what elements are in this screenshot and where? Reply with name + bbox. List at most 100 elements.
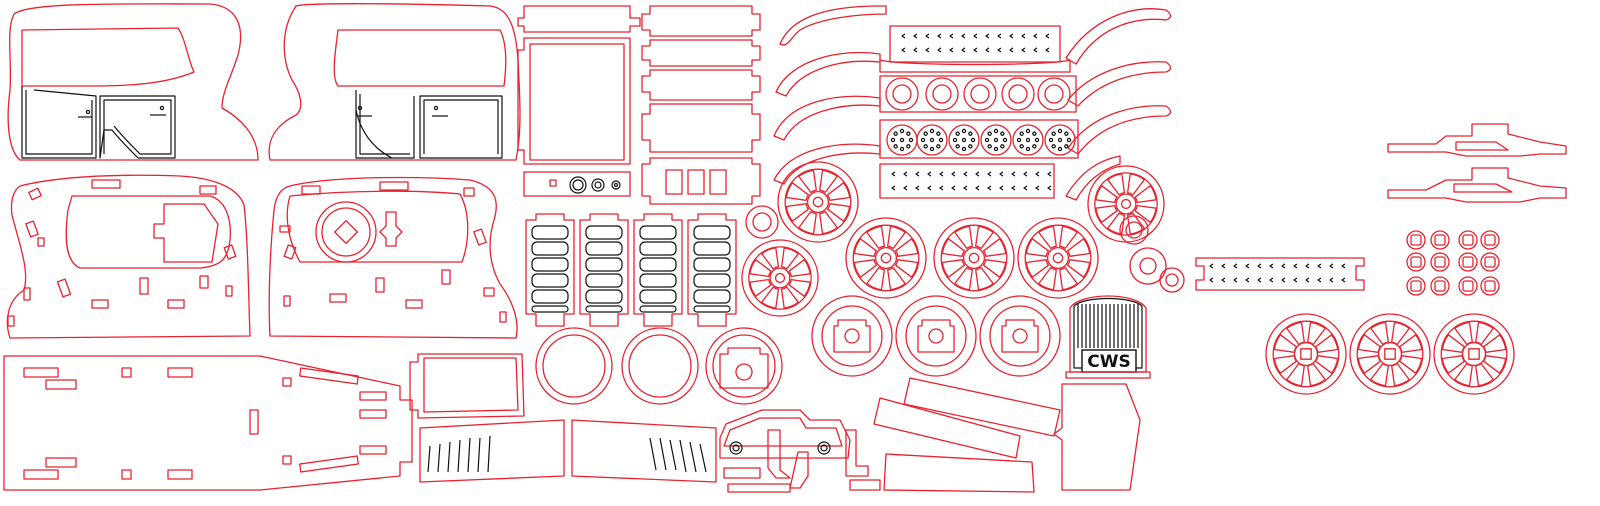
drum-rings: [535, 327, 783, 405]
square-washer: [1480, 276, 1500, 296]
rivet-mark: [1293, 277, 1298, 283]
rivet-mark: [1329, 277, 1334, 283]
grille-slats: [1077, 304, 1139, 348]
bolted-roller: [980, 124, 1012, 156]
spoked-wheel: [777, 161, 859, 243]
rivet-mark: [1341, 263, 1346, 269]
spoked-wheel: [1433, 313, 1515, 395]
square-washer: [1458, 276, 1478, 296]
rivet-mark: [1033, 33, 1038, 39]
rivet-mark: [999, 185, 1004, 191]
rivet-mark: [951, 185, 956, 191]
rivet-mark: [891, 185, 896, 191]
square-washer: [1480, 252, 1500, 272]
bolted-roller: [1044, 124, 1076, 156]
hub-plates: [811, 295, 1061, 377]
rivet-mark: [937, 47, 942, 53]
spoked-wheel: [741, 239, 819, 317]
spoked-wheel: [1017, 217, 1099, 299]
rivet-mark: [1011, 185, 1016, 191]
rivet-mark: [891, 171, 896, 177]
square-washer: [1458, 252, 1478, 272]
rivet-mark: [901, 33, 906, 39]
rivet-mark: [1233, 277, 1238, 283]
rivet-mark: [975, 185, 980, 191]
cab-side-panel-left: [7, 3, 259, 161]
rivet-mark: [1047, 185, 1052, 191]
lever-brackets: [719, 409, 881, 493]
rivet-mark: [1317, 263, 1322, 269]
rivet-mark: [1317, 277, 1322, 283]
suspension-bar-top: [1387, 123, 1567, 157]
rivet-mark: [1245, 277, 1250, 283]
rivet-mark: [997, 47, 1002, 53]
rivet-mark: [1341, 277, 1346, 283]
rivet-mark: [925, 33, 930, 39]
rivet-mark: [985, 33, 990, 39]
square-washer: [1458, 230, 1478, 250]
rivet-mark: [1221, 263, 1226, 269]
rivet-mark: [1011, 171, 1016, 177]
rivet-mark: [925, 47, 930, 53]
rivet-mark: [1045, 33, 1050, 39]
rivet-mark: [1045, 47, 1050, 53]
rivet-mark: [903, 185, 908, 191]
rivet-mark: [973, 33, 978, 39]
rivet-mark: [1009, 33, 1014, 39]
spoked-wheel: [933, 217, 1015, 299]
rivet-mark: [1035, 185, 1040, 191]
rivet-mark: [963, 171, 968, 177]
rivet-mark: [1269, 277, 1274, 283]
rivet-mark: [1023, 185, 1028, 191]
rivet-mark: [1009, 47, 1014, 53]
square-washer: [1430, 276, 1450, 296]
square-washer: [1406, 276, 1426, 296]
spoked-wheel: [845, 217, 927, 299]
rivet-mark: [1305, 277, 1310, 283]
rivet-row-1: [901, 33, 1050, 53]
rivet-mark: [963, 185, 968, 191]
rivet-mark: [1209, 277, 1214, 283]
track-plate-top: [879, 25, 1071, 73]
mudguard-arcs: [773, 5, 1172, 201]
cushion-pads: [525, 213, 737, 327]
small-rings: [745, 205, 1185, 293]
bolted-roller: [1012, 124, 1044, 156]
rivet-mark: [985, 47, 990, 53]
square-washer: [1406, 230, 1426, 250]
rivet-mark: [927, 171, 932, 177]
square-washers: [1406, 230, 1500, 296]
rivet-mark: [1269, 263, 1274, 269]
square-washer: [1430, 252, 1450, 272]
roller-row-bolted: [879, 119, 1079, 159]
square-washer: [1406, 252, 1426, 272]
rivet-mark: [1023, 171, 1028, 177]
spoked-wheel: [1349, 313, 1431, 395]
rivet-mark: [999, 171, 1004, 177]
hood-panel-left: [419, 419, 565, 483]
frame-plates: [517, 5, 641, 197]
fender-plates: [873, 377, 1141, 493]
rivet-mark: [997, 33, 1002, 39]
cab-back-panel: [6, 174, 251, 339]
rivet-mark: [951, 171, 956, 177]
rivet-mark: [915, 185, 920, 191]
roller-row-plain: [879, 75, 1077, 113]
suspension-bar-bottom: [1387, 167, 1567, 203]
rivet-mark: [1293, 263, 1298, 269]
rivet-mark: [939, 171, 944, 177]
logo-text: CWS: [1087, 352, 1130, 372]
track-plate-bottom: [879, 163, 1055, 199]
square-washer: [1480, 230, 1500, 250]
rivet-mark: [1245, 263, 1250, 269]
rivet-mark: [975, 171, 980, 177]
rivet-mark: [937, 33, 942, 39]
side-plates-stack: [641, 5, 761, 205]
rivet-mark: [1035, 171, 1040, 177]
rivet-row-2: [891, 171, 1052, 191]
cab-side-panel-right: [268, 3, 521, 161]
rivet-mark: [961, 33, 966, 39]
rivet-mark: [1033, 47, 1038, 53]
bolted-roller: [916, 124, 948, 156]
